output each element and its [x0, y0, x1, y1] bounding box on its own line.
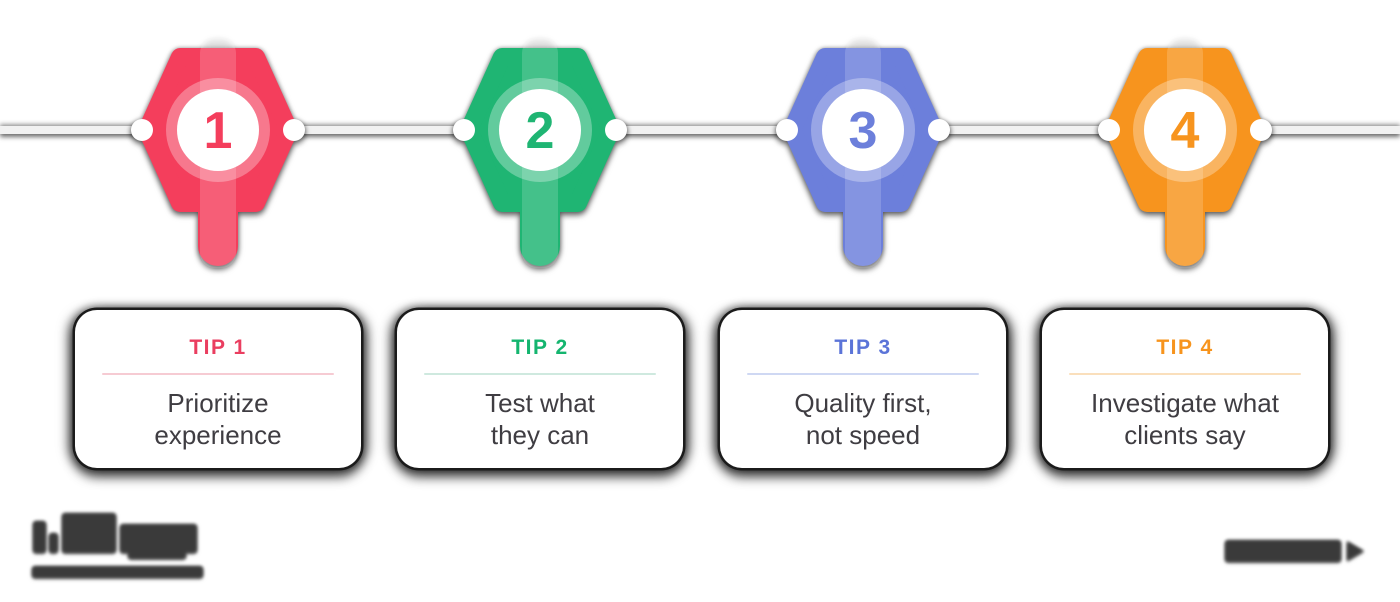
timeline-marker-3: 3: [773, 30, 953, 280]
timeline-marker-2: 2: [450, 30, 630, 280]
tip-card-1: TIP 1 Prioritize experience: [75, 310, 361, 468]
brand-logo-left: [30, 510, 210, 585]
tip-divider: [424, 373, 656, 375]
marker-pin-icon: 3: [776, 38, 950, 268]
tip-label: TIP 2: [511, 336, 569, 359]
marker-connector-dot-left: [1098, 119, 1120, 141]
tip-divider: [102, 373, 334, 375]
marker-core-circle: [499, 89, 581, 171]
marker-core-circle: [822, 89, 904, 171]
brand-wordmark-icon: [33, 521, 46, 553]
marker-number: 2: [526, 102, 555, 160]
marker-pin-icon: 2: [453, 38, 627, 268]
marker-connector-dot-left: [131, 119, 153, 141]
timeline-marker-1: 1: [128, 30, 308, 280]
marker-pin-icon: 1: [131, 38, 305, 268]
brand-logo-right: [1225, 536, 1375, 568]
marker-number: 1: [204, 102, 233, 160]
tip-label: TIP 4: [1156, 336, 1214, 359]
timeline-marker-4: 4: [1095, 30, 1275, 280]
tip-card-4: TIP 4 Investigate what clients say: [1042, 310, 1328, 468]
marker-connector-dot-right: [283, 119, 305, 141]
brand-wordmark-icon: [120, 524, 197, 553]
tip-text: Investigate what clients say: [1091, 388, 1279, 450]
marker-core-circle: [1144, 89, 1226, 171]
tip-divider: [1069, 373, 1301, 375]
marker-connector-dot-right: [1250, 119, 1272, 141]
tip-card-2: TIP 2 Test what they can: [397, 310, 683, 468]
marker-number: 3: [849, 102, 878, 160]
tip-card-3: TIP 3 Quality first, not speed: [720, 310, 1006, 468]
marker-connector-dot-left: [776, 119, 798, 141]
tip-divider: [747, 373, 979, 375]
brand-wordmark-icon: [128, 551, 186, 559]
tip-label: TIP 1: [189, 336, 247, 359]
marker-connector-dot-right: [928, 119, 950, 141]
marker-pin-icon: 4: [1098, 38, 1272, 268]
marker-core-circle: [177, 89, 259, 171]
brand-wordmark-icon: [62, 513, 116, 553]
brand-tagline-bar: [32, 566, 203, 578]
tip-text: Test what they can: [485, 388, 595, 450]
brand-wordmark-icon: [1225, 540, 1341, 562]
tip-label: TIP 3: [834, 336, 892, 359]
tip-text: Prioritize experience: [154, 388, 282, 450]
tip-text: Quality first, not speed: [794, 388, 932, 450]
marker-connector-dot-right: [605, 119, 627, 141]
marker-connector-dot-left: [453, 119, 475, 141]
timeline-line: [0, 126, 1400, 134]
marker-number: 4: [1171, 102, 1200, 160]
arrow-right-icon: [1347, 541, 1364, 561]
brand-wordmark-icon: [49, 533, 58, 553]
